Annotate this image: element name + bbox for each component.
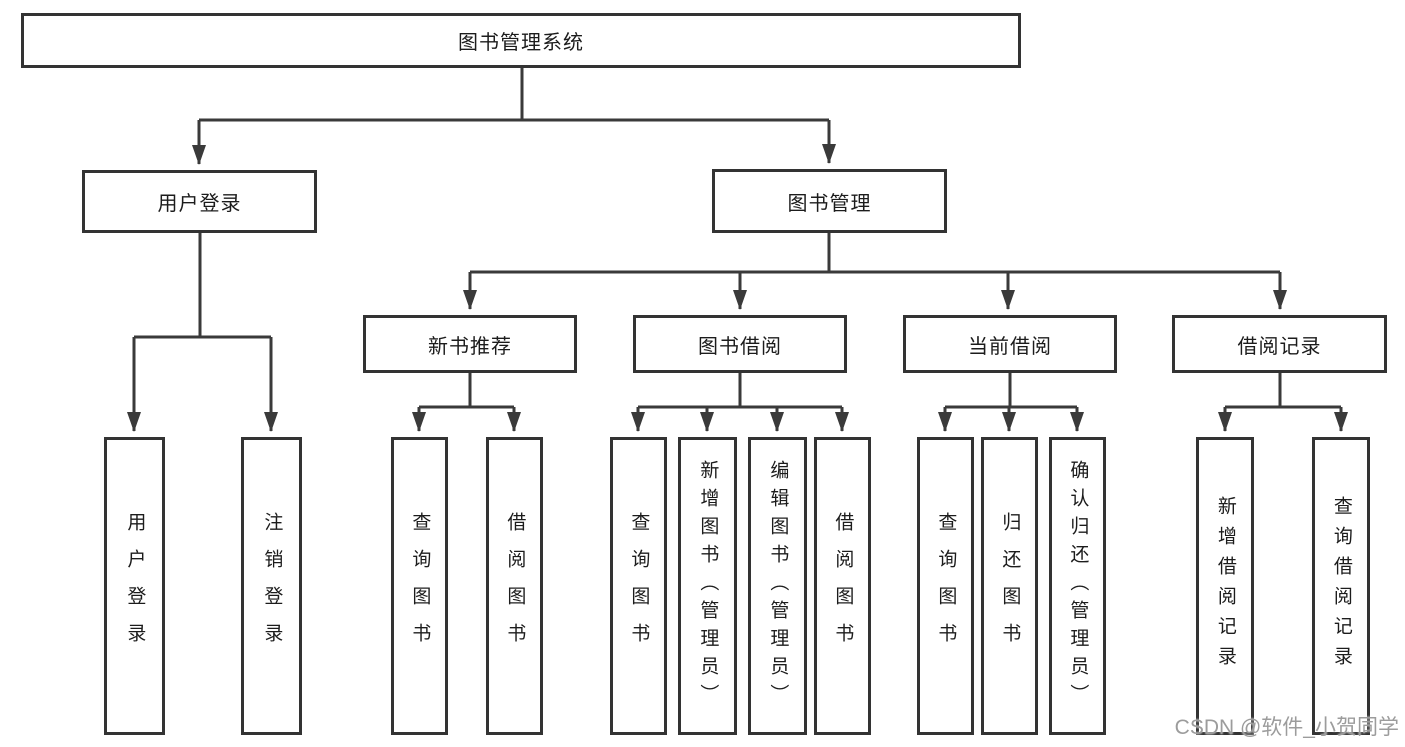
leaf-bb-borrow-book: 借阅图书 [814,437,871,735]
connector-user-login-trunk [134,233,271,339]
node-label: 查询借阅记录 [1330,496,1352,676]
node-book-borrow: 图书借阅 [633,315,847,373]
connector-book-management-trunk [470,233,1280,274]
node-label: 编辑图书（管理员） [767,460,789,712]
connector-new-book-trunk [419,373,514,409]
node-label: 借阅记录 [1237,335,1322,358]
leaf-cb-query-book: 查询图书 [917,437,974,735]
csdn-watermark: CSDN @软件_小贺同学 [1174,716,1399,739]
node-label: 用户登录 [124,512,146,660]
connector-borrow-record-trunk [1225,373,1341,409]
leaf-cb-confirm-return-admin: 确认归还（管理员） [1049,437,1106,735]
node-new-book-recommend: 新书推荐 [363,315,577,373]
leaf-logout: 注销登录 [241,437,302,735]
leaf-nb-query-book: 查询图书 [391,437,448,735]
node-borrow-record: 借阅记录 [1172,315,1387,373]
node-label: 查询图书 [409,512,431,660]
leaf-br-query-record: 查询借阅记录 [1312,437,1370,735]
node-label: 图书管理 [787,192,872,215]
node-current-borrow: 当前借阅 [903,315,1117,373]
connector-current-borrow-trunk [945,373,1077,409]
node-label: 查询图书 [935,512,957,660]
node-label: 查询图书 [628,512,650,660]
node-label: 用户登录 [157,193,242,215]
leaf-cb-return-book: 归还图书 [981,437,1038,735]
connector-root-trunk [199,68,829,122]
leaf-bb-query-book: 查询图书 [610,437,667,735]
node-label: 新书推荐 [428,335,512,358]
node-label: 归还图书 [999,512,1021,660]
node-book-management: 图书管理 [712,169,947,233]
node-label: 确认归还（管理员） [1067,460,1089,712]
connector-book-borrow-trunk [638,373,842,409]
node-label: 新增借阅记录 [1214,496,1236,676]
node-label: 图书借阅 [698,335,782,358]
node-label: 当前借阅 [968,335,1052,358]
leaf-br-add-record: 新增借阅记录 [1196,437,1254,735]
node-label: 借阅图书 [504,512,526,660]
leaf-user-login: 用户登录 [104,437,165,735]
leaf-bb-edit-book-admin: 编辑图书（管理员） [748,437,807,735]
node-label: 图书管理系统 [458,32,584,54]
node-label: 新增图书（管理员） [697,460,719,712]
node-root-system: 图书管理系统 [21,13,1021,68]
node-user-login: 用户登录 [82,170,317,233]
node-label: 借阅图书 [832,512,854,660]
node-label: 注销登录 [261,512,283,660]
leaf-bb-add-book-admin: 新增图书（管理员） [678,437,737,735]
leaf-nb-borrow-book: 借阅图书 [486,437,543,735]
